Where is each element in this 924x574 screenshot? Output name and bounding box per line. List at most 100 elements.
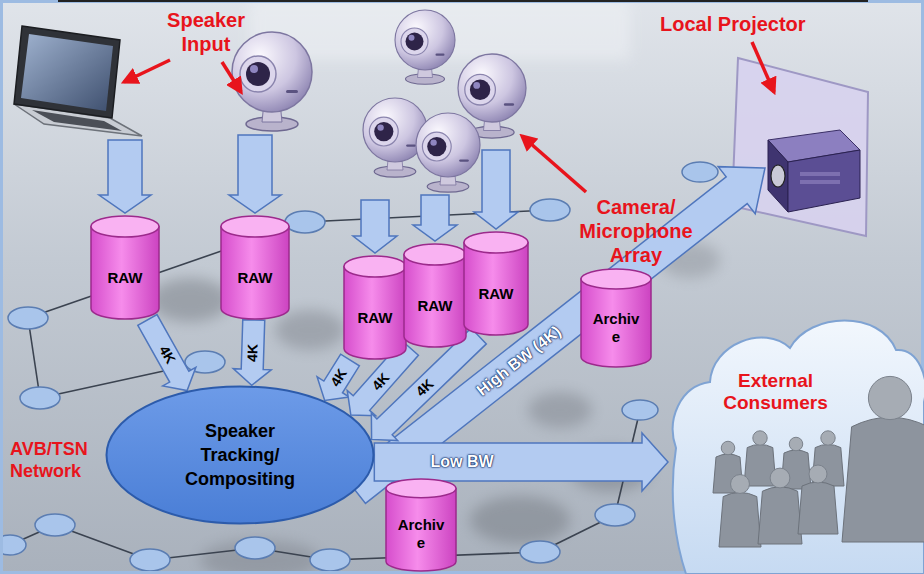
network-link [28,318,40,398]
projector-illustration [771,165,785,187]
cylinder-body [404,255,466,348]
network-node [8,307,48,329]
feed-arrow [353,200,397,253]
projector-illustration [800,172,840,176]
person-body [798,482,838,534]
person-head [770,468,790,488]
callout-arrow [752,42,774,92]
cylinder-body [464,243,528,336]
node-text: Archiv e [589,310,643,346]
text-holder: RAW [358,309,393,327]
network-link [10,210,640,560]
callout-label: Local Projector [660,12,806,36]
callout-arrow [522,136,586,192]
person-head [731,475,750,494]
callout-arrow [124,42,774,192]
callout-arrow [124,60,170,82]
node-outline [668,298,924,574]
person-body [842,417,924,542]
network-node [235,537,275,559]
archive-storage: Archiv e [580,268,652,368]
bandwidth-arrow [317,354,359,400]
network-node [20,387,60,409]
feed-arrow [474,150,518,229]
node-text: RAW [479,285,514,303]
edge-label: 4K [245,340,261,364]
raw-storage: RAW [343,255,407,360]
cylinder-top [404,244,466,265]
node-text: RAW [108,269,143,287]
archive-storage: Archiv e [385,478,457,572]
person-head [809,465,827,483]
network-node [682,162,718,182]
consumer-cloud: External Consumers [668,298,924,574]
bandwidth-arrow [138,315,196,391]
cylinder-top [221,216,289,237]
network-node [520,541,560,563]
audience-photo [275,310,345,350]
node-text: External Consumers [718,370,834,414]
ellipse-outline [107,387,374,524]
network-node [0,535,26,555]
node-outline [220,215,290,320]
feed-arrow [413,195,457,241]
person-icon [719,475,761,547]
network-node [35,514,75,536]
cylinder-top [386,479,456,498]
webcam-icon [232,32,312,131]
raw-storage: RAW [403,243,467,348]
node-outline [463,231,529,336]
audience-photo [528,392,592,428]
text-holder: Archiv e [589,310,643,346]
webcam-icon [416,113,480,192]
raw-storage: RAW [90,215,160,320]
person-head [789,437,803,451]
node-text: RAW [358,309,393,327]
network-label: AVB/TSN Network [10,438,100,482]
person-head [721,441,735,455]
network-node [285,211,325,233]
cylinder-top [91,216,159,237]
feed-arrow [229,135,281,213]
laptop-illustration [21,34,113,111]
node-text: RAW [238,269,273,287]
cylinder-body [386,488,456,571]
compositing-ellipse: Speaker Tracking/ Compositing [105,385,375,525]
projector-illustration [788,150,860,212]
audience-photo [150,0,720,574]
network-node [622,400,658,420]
laptop-illustration [14,26,142,136]
projector-illustration [800,180,840,184]
person-head [753,431,767,445]
edge-label: Low BW [428,453,497,471]
bandwidth-arrow [233,320,271,386]
callout-label: Camera/ Microphone Array [577,195,695,267]
cylinder-top [464,232,528,253]
feed-arrow [99,140,151,213]
node-text: RAW [418,297,453,315]
text-holder: Speaker Tracking/ Compositing [180,419,300,491]
node-outline [403,243,467,348]
person-icon [798,465,838,534]
person-icon [842,376,924,542]
node-outline [90,215,160,320]
person-head [821,431,835,445]
text-holder: RAW [479,285,514,303]
person-icon [758,468,802,544]
network-node [310,549,350,571]
audience-photo [470,496,570,544]
callout-label: Speaker Input [163,8,249,56]
cylinder-body [91,227,159,320]
text-holder: Archiv e [394,516,448,552]
laptop-illustration [14,26,120,118]
text-holder: RAW [108,269,143,287]
network-node [595,504,635,526]
node-text: Speaker Tracking/ Compositing [180,419,300,491]
audience-photo [150,278,230,322]
text-holder: RAW [418,297,453,315]
network-node [530,199,570,221]
person-body [758,487,802,544]
